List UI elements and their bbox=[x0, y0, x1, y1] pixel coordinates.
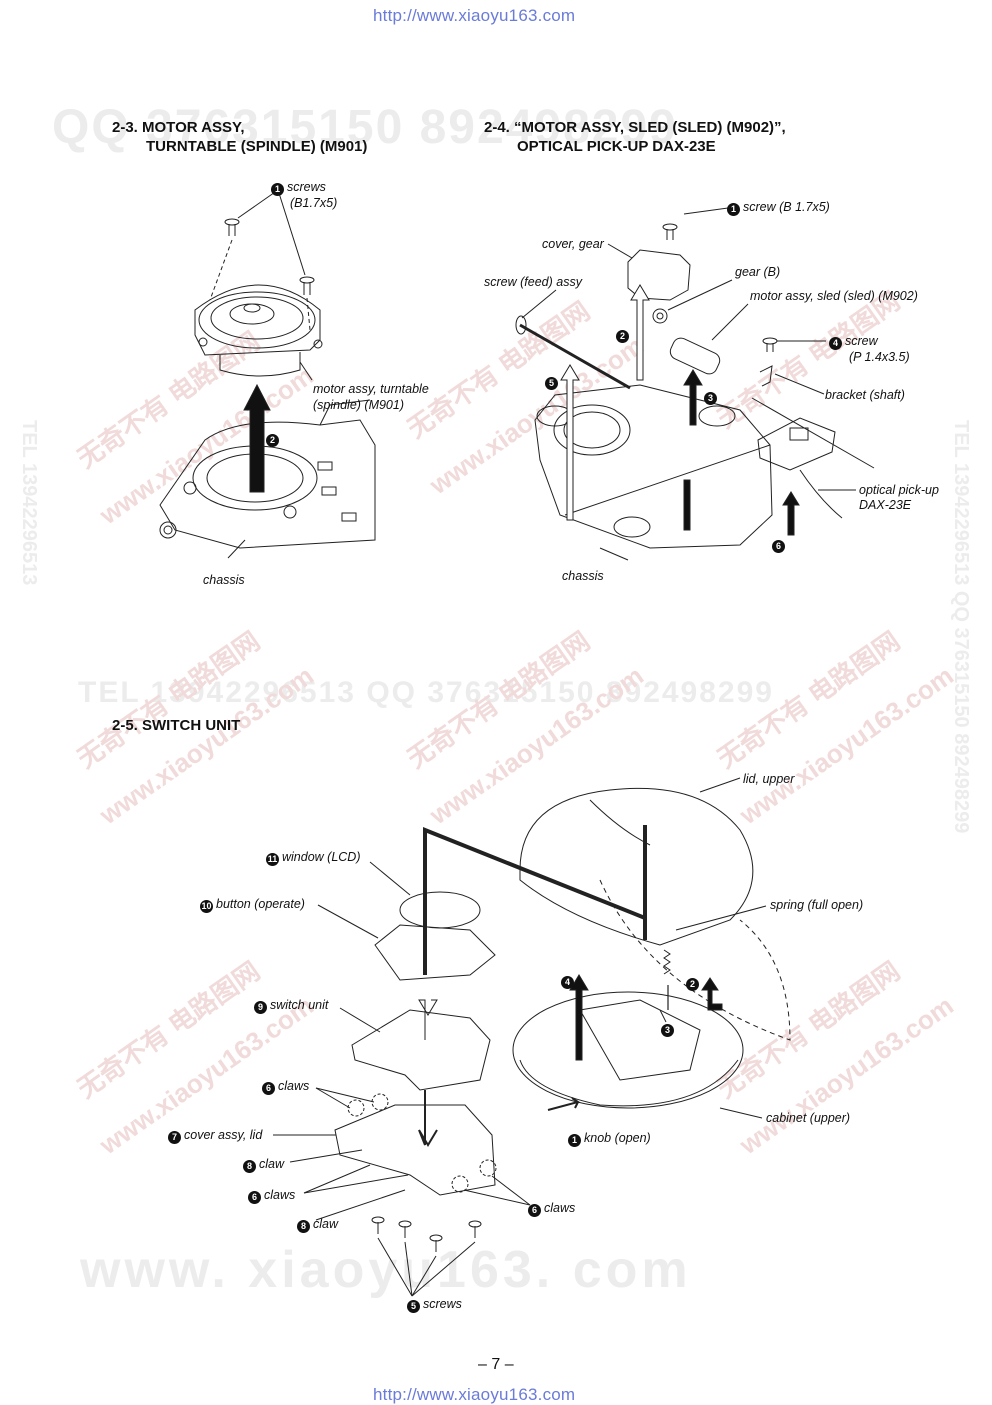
label-optical-pickup-line1: optical pick-up bbox=[859, 483, 939, 497]
step-3-badge-25: 3 bbox=[661, 1020, 677, 1037]
step-number-badge: 5 bbox=[545, 377, 558, 390]
step-number-badge: 8 bbox=[243, 1160, 256, 1173]
claws-label: claws bbox=[544, 1201, 576, 1215]
screws-label: screws bbox=[423, 1297, 462, 1311]
label-cabinet-upper: cabinet (upper) bbox=[766, 1111, 851, 1125]
step-number-badge: 7 bbox=[168, 1131, 181, 1144]
step-number-badge: 5 bbox=[407, 1300, 420, 1313]
switch-unit-drawing bbox=[273, 777, 791, 1297]
step-5-badge-24: 5 bbox=[545, 373, 561, 390]
label-screw-p14x35-size: (P 1.4x3.5) bbox=[849, 350, 910, 364]
claws-label: claws bbox=[264, 1188, 296, 1202]
screws-label: screws bbox=[287, 180, 326, 194]
section-2-3-title-line2: TURNTABLE (SPINDLE) (M901) bbox=[146, 138, 368, 155]
turntable-motor-drawing bbox=[159, 189, 376, 559]
section-2-4-title-line1: 2-4. “MOTOR ASSY, SLED (SLED) (M902)”, bbox=[484, 119, 786, 136]
header-url[interactable]: http://www.xiaoyu163.com bbox=[373, 6, 576, 25]
button-label: button (operate) bbox=[216, 897, 305, 911]
step-number-badge: 2 bbox=[266, 434, 279, 447]
label-chassis-24: chassis bbox=[562, 569, 604, 583]
step-number-badge: 11 bbox=[266, 853, 279, 866]
sled-drawing bbox=[515, 207, 875, 561]
label-motor-turntable-line2: (spindle) (M901) bbox=[313, 398, 405, 412]
screw-label: screw (B 1.7x5) bbox=[743, 200, 830, 214]
footer-url[interactable]: http://www.xiaoyu163.com bbox=[373, 1385, 576, 1404]
label-optical-pickup-line2: DAX-23E bbox=[859, 498, 912, 512]
claw-label: claw bbox=[313, 1217, 339, 1231]
section-2-5-title: 2-5. SWITCH UNIT bbox=[112, 717, 241, 734]
step-number-badge: 9 bbox=[254, 1001, 267, 1014]
step-number-badge: 8 bbox=[297, 1220, 310, 1233]
watermark-mid: TEL 13942296513 QQ 376315150 892498299 bbox=[78, 676, 774, 709]
window-label: window (LCD) bbox=[282, 850, 361, 864]
step-number-badge: 6 bbox=[262, 1082, 275, 1095]
section-2-3-title-line1: 2-3. MOTOR ASSY, bbox=[112, 119, 245, 136]
step-number-badge: 1 bbox=[727, 203, 740, 216]
step-3-badge-24: 3 bbox=[704, 388, 720, 405]
cover-label: cover assy, lid bbox=[184, 1128, 263, 1142]
label-cover-gear: cover, gear bbox=[542, 237, 604, 251]
step-number-badge: 6 bbox=[528, 1204, 541, 1217]
step-number-badge: 4 bbox=[829, 337, 842, 350]
step-2-badge: 2 bbox=[266, 430, 282, 447]
watermark-bottom: www. xiaoyu163. com bbox=[80, 1241, 692, 1299]
step-2-badge-24: 2 bbox=[616, 326, 632, 343]
step-number-badge: 6 bbox=[772, 540, 785, 553]
step-number-badge: 10 bbox=[200, 900, 213, 913]
step-number-badge: 6 bbox=[248, 1191, 261, 1204]
label-gear-b: gear (B) bbox=[735, 265, 781, 279]
label-lid-upper: lid, upper bbox=[743, 772, 795, 786]
claw-label: claw bbox=[259, 1157, 285, 1171]
step-number-badge: 2 bbox=[616, 330, 629, 343]
step-number-badge: 4 bbox=[561, 976, 574, 989]
label-motor-turntable-line1: motor assy, turntable bbox=[313, 382, 429, 396]
page-number: – 7 – bbox=[478, 1356, 514, 1373]
step-number-badge: 3 bbox=[661, 1024, 674, 1037]
label-motor-sled: motor assy, sled (sled) (M902) bbox=[750, 289, 918, 303]
watermark-top: QQ 376315150 892498299 bbox=[52, 101, 678, 154]
step-2-badge-25: 2 bbox=[686, 974, 702, 991]
step-number-badge: 3 bbox=[704, 392, 717, 405]
label-screws-size: (B1.7x5) bbox=[290, 196, 338, 210]
label-chassis-23: chassis bbox=[203, 573, 245, 587]
knob-label: knob (open) bbox=[584, 1131, 651, 1145]
switch-label: switch unit bbox=[270, 998, 329, 1012]
section-2-4-title-line2: OPTICAL PICK-UP DAX-23E bbox=[517, 138, 716, 155]
label-screw-feed-assy: screw (feed) assy bbox=[484, 275, 582, 289]
screw-label: screw bbox=[845, 334, 878, 348]
label-bracket-shaft: bracket (shaft) bbox=[825, 388, 905, 402]
step-number-badge: 1 bbox=[568, 1134, 581, 1147]
label-spring-full-open: spring (full open) bbox=[770, 898, 864, 912]
step-number-badge: 1 bbox=[271, 183, 284, 196]
step-6-badge-24: 6 bbox=[772, 536, 788, 553]
step-4-badge-25: 4 bbox=[561, 972, 577, 989]
claws-label: claws bbox=[278, 1079, 310, 1093]
step-number-badge: 2 bbox=[686, 978, 699, 991]
